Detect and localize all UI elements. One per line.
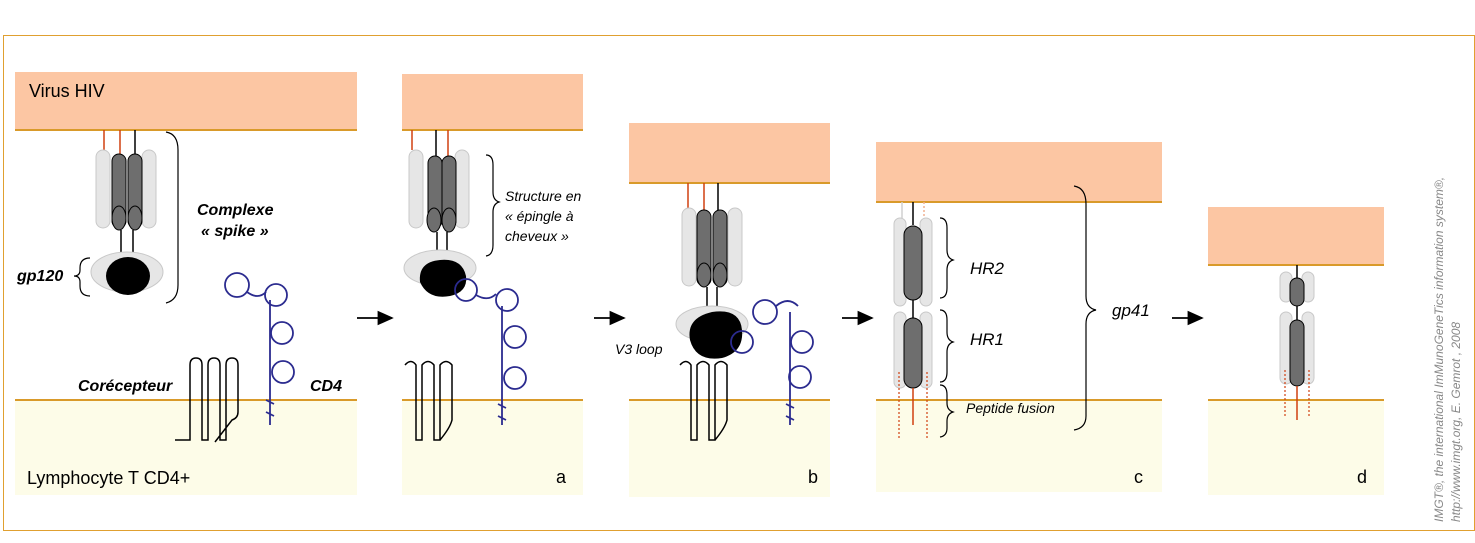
hr1-label: HR1	[970, 330, 1004, 349]
panel-d: d	[1208, 207, 1384, 495]
hr2-label: HR2	[970, 259, 1005, 278]
panel-initial: Virus HIV Complexe « spike » gp120 Coréc…	[15, 72, 357, 495]
virus-label: Virus HIV	[29, 81, 105, 101]
credit-line-2: http://www.imgt.org, E. Gemrot , 2008	[1449, 322, 1463, 522]
gp41-label: gp41	[1112, 301, 1150, 320]
spike-complex	[90, 130, 164, 295]
panel-c-label: c	[1134, 467, 1143, 487]
panel-a-label: a	[556, 467, 567, 487]
v3-loop-label: V3 loop	[615, 341, 663, 357]
gp120-label: gp120	[16, 268, 63, 285]
spike-open	[675, 183, 749, 359]
cell-membrane	[15, 400, 357, 495]
cd4-shape	[454, 278, 527, 425]
cell-membrane	[1208, 400, 1384, 495]
structure-label-2: « épingle à	[505, 208, 574, 224]
structure-label-3: cheveux »	[505, 228, 569, 244]
credit-line-1: IMGT®, the international ImMunoGeneTics …	[1432, 177, 1446, 522]
cd4-label: CD4	[310, 378, 342, 395]
structure-label-1: Structure en	[505, 188, 581, 204]
cell-membrane	[402, 400, 583, 495]
panel-a: Structure en « épingle à cheveux » a	[402, 74, 583, 495]
corecepteur-shape	[175, 357, 239, 443]
cell-label: Lymphocyte T CD4+	[27, 468, 190, 488]
panel-c: HR2 HR1 gp41 Peptide fusion c	[876, 142, 1162, 492]
cd4-shape	[730, 299, 814, 425]
complexe-label-1: Complexe	[197, 202, 274, 219]
cell-membrane	[876, 400, 1162, 492]
virus-membrane	[402, 74, 583, 130]
gp41-prehairpin	[893, 202, 933, 440]
complexe-label-2: « spike »	[201, 223, 269, 240]
virus-membrane	[1208, 207, 1384, 265]
corecepteur-shape	[404, 360, 453, 441]
gp120-body	[106, 257, 150, 295]
peptide-fusion-label: Peptide fusion	[966, 400, 1055, 416]
panel-d-label: d	[1357, 467, 1367, 487]
virus-membrane	[629, 123, 830, 183]
cell-membrane	[629, 400, 830, 497]
virus-membrane	[15, 72, 357, 130]
corecepteur-label: Corécepteur	[78, 378, 173, 395]
panel-b-label: b	[808, 467, 818, 487]
cd4-shape	[224, 272, 295, 425]
gp41-six-helix-bundle	[1279, 265, 1315, 420]
virus-membrane	[876, 142, 1162, 202]
spike-hairpin	[403, 130, 477, 297]
panel-b: V3 loop b	[615, 123, 830, 497]
corecepteur-shape	[679, 360, 728, 441]
